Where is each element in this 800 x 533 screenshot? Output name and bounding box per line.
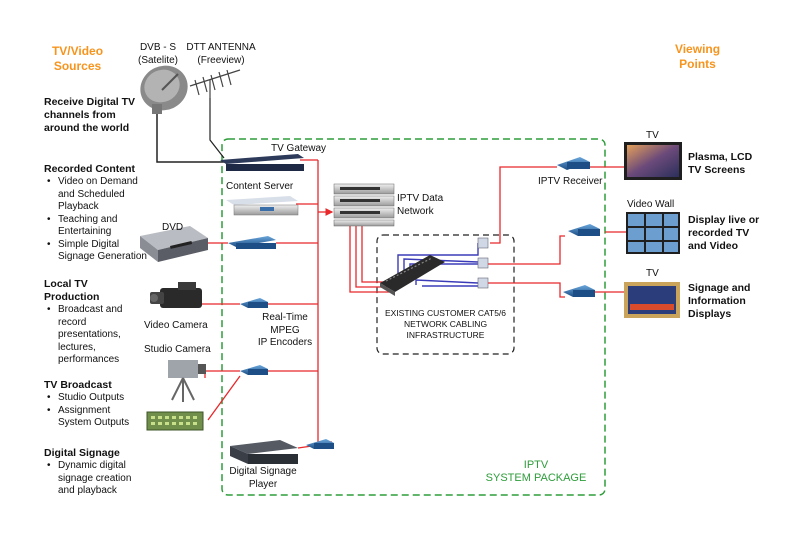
tv1-label: TV <box>646 130 659 141</box>
sources-heading: TV/Video Sources <box>51 44 104 73</box>
signage-player-label: Digital Signage Player <box>229 466 297 490</box>
video-camera-label: Video Camera <box>144 320 208 331</box>
package-label: IPTV SYSTEM PACKAGE <box>485 459 587 484</box>
wall-sockets <box>477 237 489 289</box>
iptv-receiver-label: IPTV Receiver <box>538 176 603 187</box>
signage-tv-graphic <box>624 282 680 318</box>
studio-camera-graphic <box>168 360 206 402</box>
broadcast-item: Assignment System Outputs <box>47 405 144 430</box>
dtt-label: DTT ANTENNA (Freeview) <box>186 42 256 66</box>
router-graphic <box>146 411 204 431</box>
wall-desc: Display live or recorded TV and Video <box>688 214 760 252</box>
iptv-receiver-graphics <box>557 157 600 297</box>
antenna-link <box>156 110 226 163</box>
dvb-label: DVB - S (Satelite) <box>137 42 178 66</box>
local-production-block: Local TV Production Broadcast and record… <box>44 278 139 367</box>
broadcast-title: TV Broadcast <box>44 379 112 391</box>
receive-digital-text: Receive Digital TV channels from around … <box>44 96 136 134</box>
recorded-item: Teaching and Entertaining <box>47 214 156 239</box>
tv1-desc: Plasma, LCD TV Screens <box>688 151 753 176</box>
signage-player-graphic <box>230 440 298 464</box>
tv-broadcast-block: TV Broadcast Studio Outputs Assignment S… <box>44 379 144 430</box>
recorded-content-block: Recorded Content Video on Demand and Sch… <box>44 163 156 264</box>
iptv-data-network-label: IPTV Data Network <box>397 193 444 217</box>
tv-gateway-label: TV Gateway <box>271 143 327 154</box>
satellite-dish-graphic <box>140 65 188 114</box>
tv-gateway-graphic <box>220 154 304 171</box>
tv2-desc: Signage and Information Displays <box>688 282 751 320</box>
network-switch-graphic <box>333 183 395 227</box>
local-title: Local TV Production <box>44 278 100 303</box>
studio-camera-label: Studio Camera <box>144 344 211 355</box>
iptv-package-box <box>221 138 606 496</box>
viewing-heading: Viewing Points <box>674 42 721 71</box>
tv2-label: TV <box>646 268 659 279</box>
wall-label: Video Wall <box>627 199 675 210</box>
encoders-label: Real-Time MPEG IP Encoders <box>257 312 313 348</box>
broadcast-item: Studio Outputs <box>47 392 144 405</box>
patch-panel <box>380 255 445 296</box>
recorded-item: Simple Digital Signage Generation <box>47 239 156 264</box>
dvd-label: DVD <box>162 222 184 233</box>
video-camera-graphic <box>150 282 202 308</box>
content-server-graphic <box>226 196 299 216</box>
dtt-antenna-graphic <box>189 69 241 108</box>
recorded-item: Video on Demand and Scheduled Playback <box>47 176 156 214</box>
local-item: Broadcast and record presentations, lect… <box>47 304 139 367</box>
content-server-label: Content Server <box>226 181 294 192</box>
cabling-box <box>376 234 515 355</box>
signage-item: Dynamic digital signage creation and pla… <box>47 460 144 498</box>
signage-title: Digital Signage <box>44 447 120 459</box>
video-wall-graphic <box>626 212 680 254</box>
recorded-title: Recorded Content <box>44 163 136 175</box>
cabling-label: EXISTING CUSTOMER CAT5/6 NETWORK CABLING… <box>384 308 507 340</box>
encoder-graphics <box>228 236 334 449</box>
tv-screen-graphic <box>624 142 682 180</box>
digital-signage-block: Digital Signage Dynamic digital signage … <box>44 447 144 498</box>
